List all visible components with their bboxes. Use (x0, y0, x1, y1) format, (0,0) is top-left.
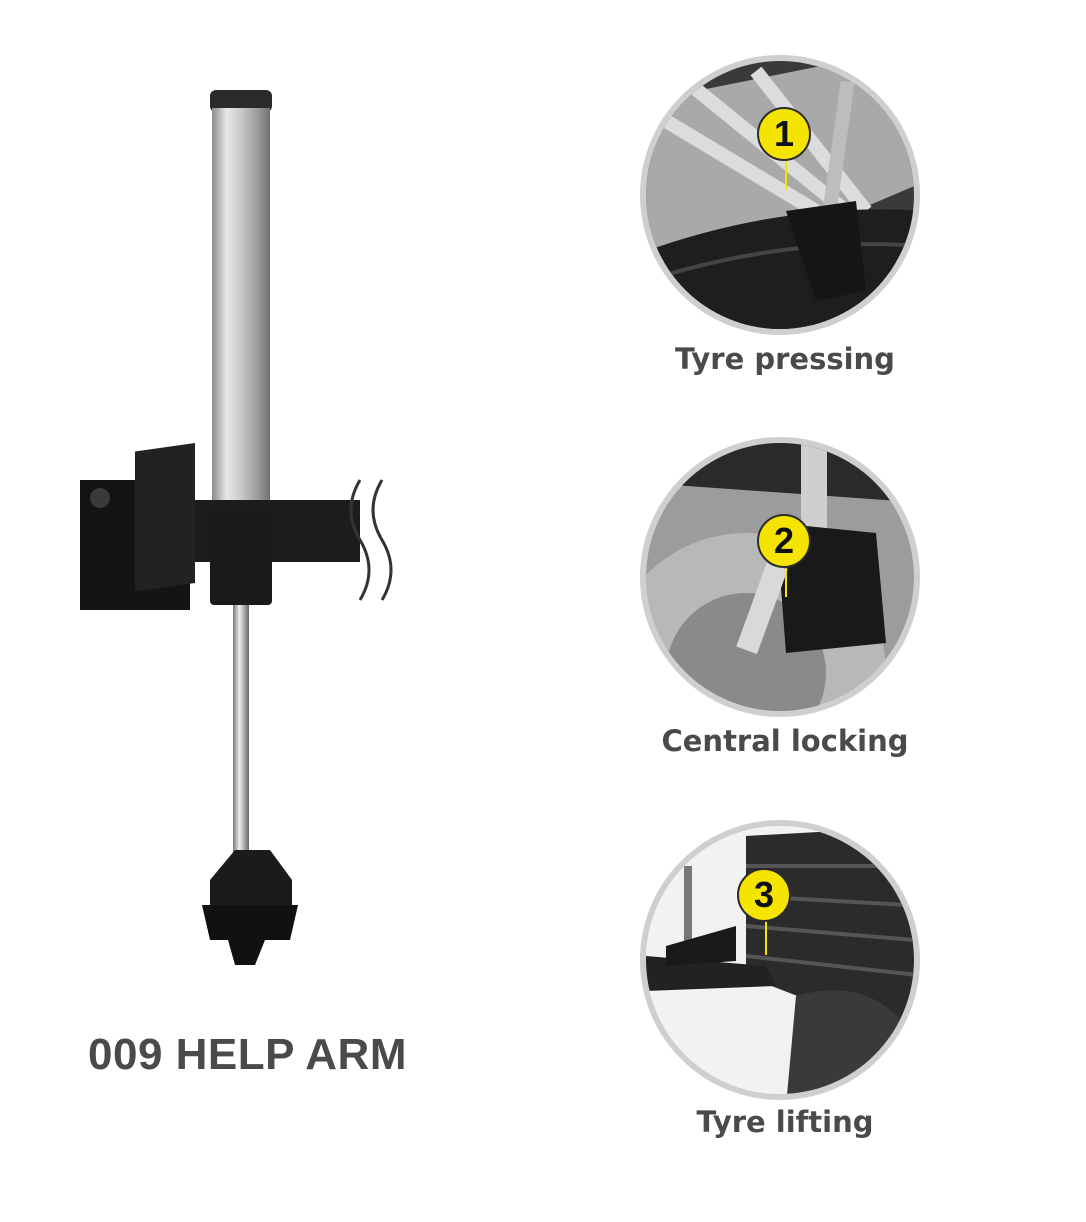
piston-rod (233, 605, 249, 855)
caption-central-locking: Central locking (661, 724, 909, 758)
aluminium-cylinder (212, 108, 270, 518)
number-badge-2: 2 (757, 514, 811, 568)
product-title: 009 HELP ARM (88, 1030, 407, 1079)
number-badge-1: 1 (757, 107, 811, 161)
caption-tyre-pressing: Tyre pressing (675, 342, 895, 376)
tyre-pressing-photo (640, 55, 920, 335)
cylinder-cap (210, 90, 272, 112)
help-arm-illustration (60, 80, 440, 980)
clamp-head (210, 850, 292, 910)
central-locking-photo (640, 437, 920, 717)
cylinder-clamp (210, 515, 272, 605)
number-badge-3: 3 (737, 868, 791, 922)
tyre-lifting-photo (640, 820, 920, 1100)
caption-tyre-lifting: Tyre lifting (696, 1105, 874, 1139)
